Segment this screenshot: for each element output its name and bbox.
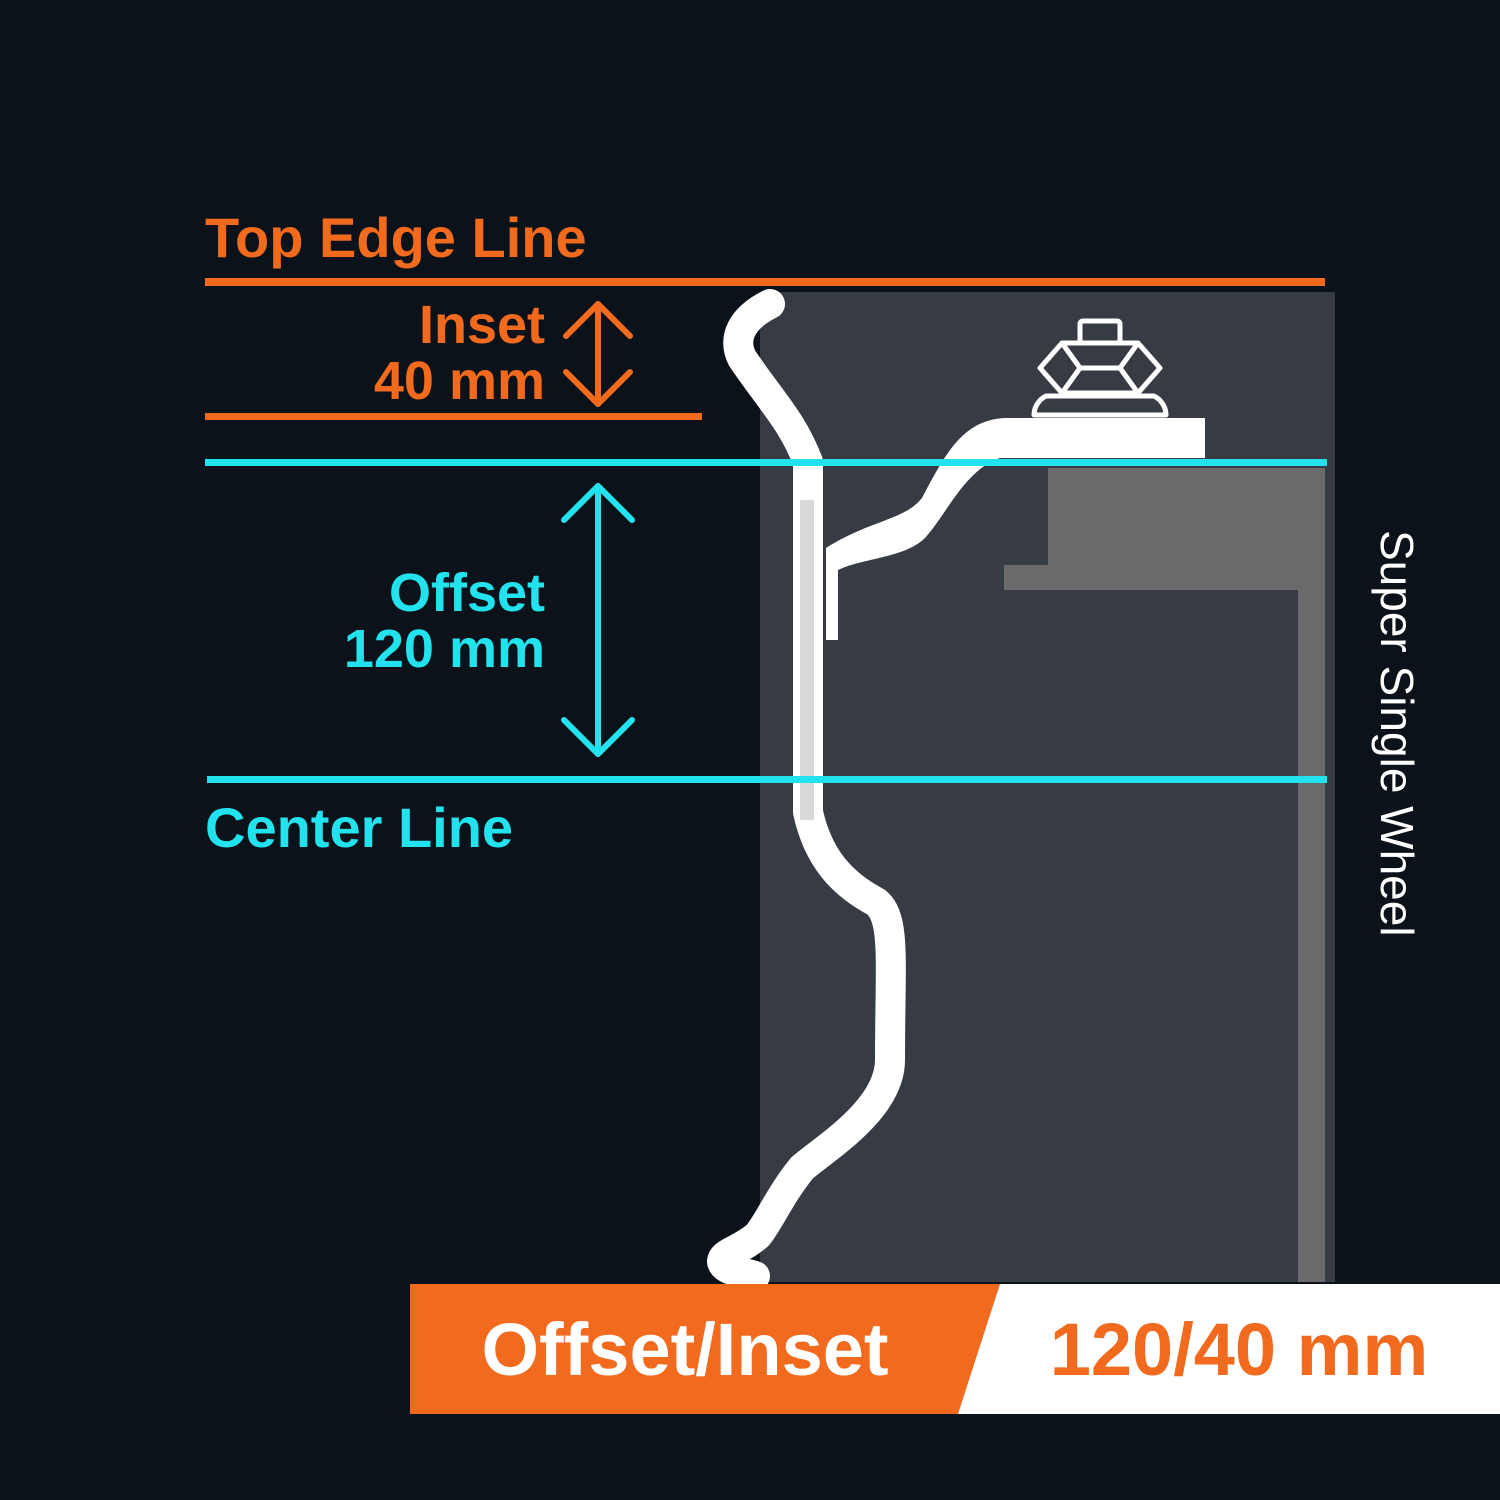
center-line — [207, 776, 1327, 783]
inset-value: 40 mm — [373, 351, 545, 411]
banner-title: Offset/Inset — [481, 1307, 889, 1391]
inset-name: Inset — [418, 295, 545, 355]
rim-profile — [707, 289, 906, 1291]
rim-hatch — [800, 500, 814, 820]
wheel-disc — [826, 418, 1205, 640]
banner-value-panel: 120/40 mm — [958, 1284, 1500, 1414]
banner-value: 120/40 mm — [1049, 1307, 1429, 1391]
inset-line — [205, 413, 702, 420]
offset-arrow-icon — [561, 483, 635, 757]
center-line-label: Center Line — [205, 796, 514, 859]
hub-block — [1004, 468, 1325, 1282]
mounting-face-line — [205, 459, 1327, 466]
hex-nut-icon — [1031, 318, 1169, 418]
top-edge-line — [205, 278, 1325, 286]
inset-arrow-icon — [563, 301, 633, 407]
banner-title-panel: Offset/Inset — [410, 1284, 1000, 1414]
offset-label: Offset 120 mm — [280, 566, 545, 676]
offset-name: Offset — [388, 563, 545, 623]
top-edge-label: Top Edge Line — [205, 206, 587, 269]
inset-label: Inset 40 mm — [300, 298, 545, 408]
offset-value: 120 mm — [343, 619, 545, 679]
wheel-type-label: Super Single Wheel — [1371, 530, 1423, 937]
